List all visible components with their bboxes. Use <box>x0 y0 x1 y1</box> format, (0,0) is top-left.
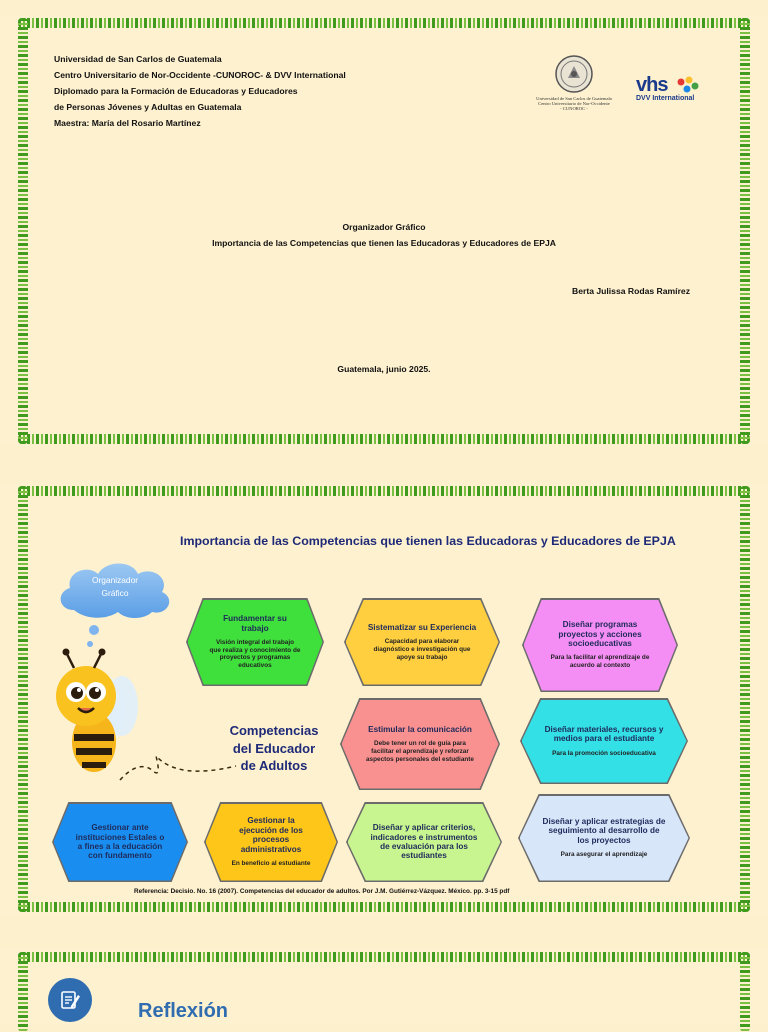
hex-disenar-programas-fill: Diseñar programas proyectos y acciones s… <box>523 599 677 691</box>
usac-logo-tag: - CUNOROC - <box>560 106 588 111</box>
header-line-diploma-2: de Personas Jóvenes y Adultas en Guatema… <box>54 102 242 112</box>
usac-logo-center: Centro Universitario de Nor-Occidente <box>538 101 610 106</box>
hex-fundamentar: Fundamentar su trabajo Visión integral d… <box>186 598 324 686</box>
hex-gestionar-instituciones-title: Gestionar ante instituciones Estales o a… <box>75 823 165 861</box>
hex-disenar-estrategias: Diseñar y aplicar estrategias de seguimi… <box>518 794 690 882</box>
hex-gestionar-ejecucion-fill: Gestionar la ejecución de los procesos a… <box>205 803 337 881</box>
vine-border-left <box>18 18 28 444</box>
place-date: Guatemala, junio 2025. <box>337 364 431 374</box>
hex-gestionar-instituciones-fill: Gestionar ante instituciones Estales o a… <box>53 803 187 881</box>
vine-border-top <box>18 952 750 962</box>
hex-disenar-criterios-fill: Diseñar y aplicar criterios, indicadores… <box>347 803 501 881</box>
bee-icon <box>56 648 138 772</box>
hex-estimular-fill: Estimular la comunicación Debe tener un … <box>341 699 499 789</box>
hex-gestionar-ejecucion-title: Gestionar la ejecución de los procesos a… <box>239 816 303 854</box>
usac-logo: Universidad de San Carlos de Guatemala C… <box>522 54 626 126</box>
vine-border-right <box>740 952 750 1032</box>
notepad-pen-icon <box>61 991 80 1009</box>
hex-estimular: Estimular la comunicación Debe tener un … <box>340 698 500 790</box>
vine-border-left <box>18 486 28 912</box>
vhs-logo: vhs DVV International <box>636 74 716 114</box>
header-line-university: Universidad de San Carlos de Guatemala <box>54 54 222 64</box>
vine-border-right <box>740 18 750 444</box>
hex-disenar-estrategias-body: Para asegurar el aprendizaje <box>560 851 648 859</box>
bee-flight-path-icon <box>119 755 237 781</box>
usac-logo-name: Universidad de San Carlos de Guatemala <box>536 96 612 101</box>
hex-estimular-title: Estimular la comunicación <box>368 724 472 734</box>
cloud-shape-icon <box>60 563 170 618</box>
hex-sistematizar: Sistematizar su Experiencia Capacidad pa… <box>344 598 500 686</box>
hex-disenar-programas-body: Para la facilitar el aprendizaje de acue… <box>550 654 650 670</box>
hex-fundamentar-fill: Fundamentar su trabajo Visión integral d… <box>187 599 323 685</box>
header-line-center: Centro Universitario de Nor-Occidente -C… <box>54 70 346 80</box>
slide-title-page: Universidad de San Carlos de Guatemala C… <box>0 16 768 446</box>
hex-disenar-materiales: Diseñar materiales, recursos y medios pa… <box>520 698 688 784</box>
doc-title: Importancia de las Competencias que tien… <box>212 238 556 248</box>
hex-sistematizar-fill: Sistematizar su Experiencia Capacidad pa… <box>345 599 499 685</box>
vine-border-top <box>18 18 750 28</box>
center-label: Competencias del Educador de Adultos <box>229 723 319 774</box>
hex-disenar-materiales-body: Para la promoción socioeducativa <box>552 749 656 757</box>
hex-sistematizar-body: Capacidad para elaborar diagnóstico e in… <box>373 638 471 661</box>
hex-disenar-materiales-title: Diseñar materiales, recursos y medios pa… <box>544 724 664 744</box>
vhs-dots-icon <box>677 76 699 93</box>
doc-type: Organizador Gráfico <box>342 222 426 232</box>
author-name: Berta Julissa Rodas Ramírez <box>572 286 690 296</box>
hex-disenar-estrategias-title: Diseñar y aplicar estrategias de seguimi… <box>542 817 666 845</box>
vine-border-bottom <box>18 902 750 912</box>
slide-reflection: Reflexión <box>0 950 768 1032</box>
vhs-logo-text: vhs <box>636 74 668 96</box>
cloud-bubbles-icon <box>87 625 99 647</box>
reflection-title: Reflexión <box>138 1000 229 1022</box>
hex-disenar-criterios-title: Diseñar y aplicar criterios, indicadores… <box>370 823 478 861</box>
hex-fundamentar-title: Fundamentar su trabajo <box>223 614 287 633</box>
hex-estimular-body: Debe tener un rol de guía para facilitar… <box>366 740 474 763</box>
header-line-diploma: Diplomado para la Formación de Educadora… <box>54 86 298 96</box>
bee-illustration <box>44 648 144 780</box>
hex-gestionar-ejecucion: Gestionar la ejecución de los procesos a… <box>204 802 338 882</box>
usac-seal-icon <box>555 55 593 93</box>
header-line-teacher: Maestra: María del Rosario Martínez <box>54 118 201 128</box>
organizer-title: Importancia de las Competencias que tien… <box>180 534 676 548</box>
thought-cloud: Organizador Gráfico <box>54 558 176 620</box>
hex-disenar-programas-title: Diseñar programas proyectos y acciones s… <box>558 620 642 649</box>
hex-gestionar-ejecucion-body: En beneficio al estudiante <box>231 860 311 867</box>
hex-disenar-estrategias-fill: Diseñar y aplicar estrategias de seguimi… <box>519 795 689 881</box>
hex-gestionar-instituciones: Gestionar ante instituciones Estales o a… <box>52 802 188 882</box>
hex-disenar-criterios: Diseñar y aplicar criterios, indicadores… <box>346 802 502 882</box>
hex-disenar-programas: Diseñar programas proyectos y acciones s… <box>522 598 678 692</box>
cloud-label: Organizador Gráfico <box>91 575 139 598</box>
vine-border-right <box>740 486 750 912</box>
vine-border-bottom <box>18 434 750 444</box>
vhs-logo-sub: DVV International <box>636 95 695 102</box>
reference-note: Referencia: Decisio. No. 16 (2007). Comp… <box>134 888 510 895</box>
hex-fundamentar-body: Visión integral del trabajo que realiza … <box>209 639 301 670</box>
hex-sistematizar-title: Sistematizar su Experiencia <box>367 622 477 632</box>
notepad-icon <box>48 978 92 1022</box>
vine-border-left <box>18 952 28 1032</box>
vine-border-top <box>18 486 750 496</box>
slide-organizer: Importancia de las Competencias que tien… <box>0 484 768 916</box>
hex-disenar-materiales-fill: Diseñar materiales, recursos y medios pa… <box>521 699 687 783</box>
